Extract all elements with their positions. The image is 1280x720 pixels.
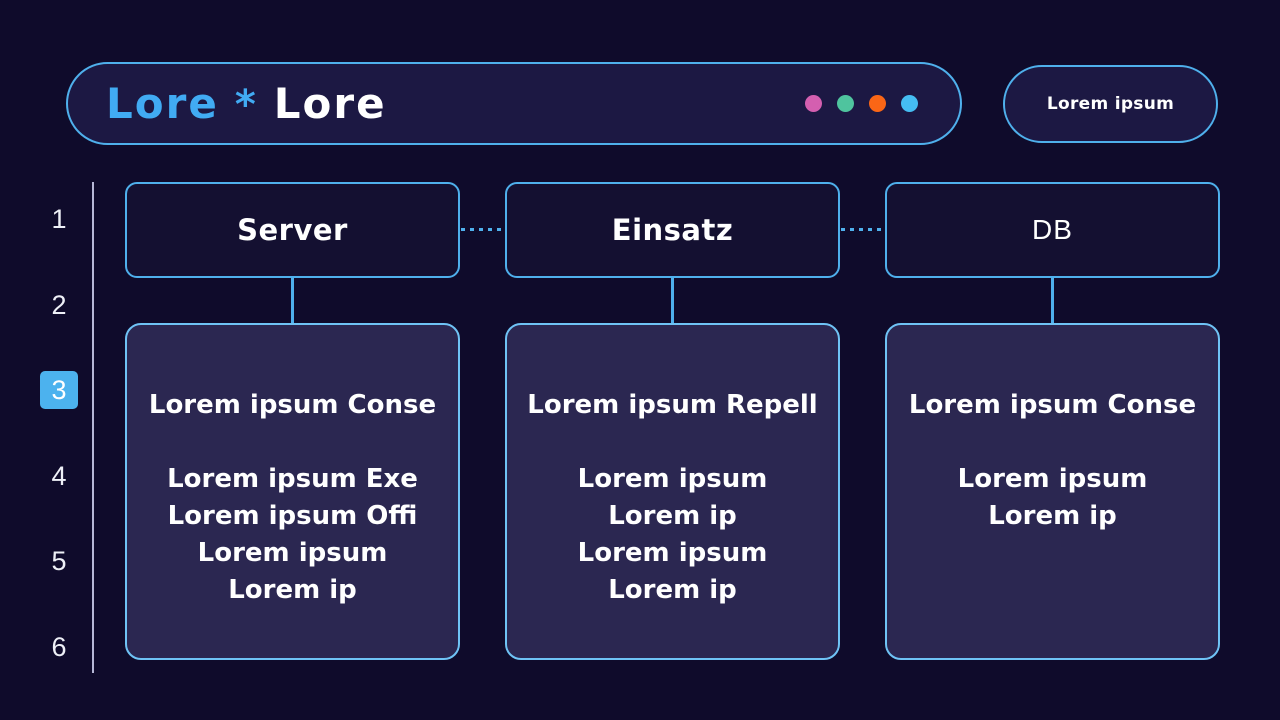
node-db-label: DB (1032, 214, 1073, 245)
panel-line: Lorem ipsum Offi (167, 501, 418, 531)
status-dots (805, 95, 918, 112)
panel-title: Lorem ipsum Conse (148, 390, 437, 420)
db-details-panel: Lorem ipsum Conse Lorem ipsum Lorem ip (885, 323, 1220, 660)
dot-orange-icon (869, 95, 886, 112)
slide-nav: 1 2 3 4 5 6 (40, 200, 78, 666)
node-server-label: Server (237, 213, 348, 247)
panel-line: Lorem ipsum (577, 538, 768, 568)
connector-server (291, 278, 294, 323)
asterisk-icon: * (234, 82, 258, 128)
dotted-connector-server-einsatz (461, 228, 503, 231)
sidebar-item-2[interactable]: 2 (51, 289, 67, 320)
title-part-blue: Lore (106, 79, 219, 128)
dotted-connector-einsatz-db (841, 228, 883, 231)
panel-spacer (507, 424, 838, 461)
lorem-ipsum-button[interactable]: Lorem ipsum (1003, 65, 1218, 143)
einsatz-details-panel: Lorem ipsum Repell Lorem ipsum Lorem ip … (505, 323, 840, 660)
connector-einsatz (671, 278, 674, 323)
panel-line: Lorem ipsum (957, 464, 1148, 494)
panel-line: Lorem ipsum Exe (167, 464, 418, 494)
title-part-white: Lore (273, 79, 387, 128)
server-details-panel: Lorem ipsum Conse Lorem ipsum Exe Lorem … (125, 323, 460, 660)
node-einsatz: Einsatz (505, 182, 840, 278)
sidebar-item-4[interactable]: 4 (51, 460, 67, 491)
header-bar: Lore * Lore (66, 62, 962, 145)
panel-title: Lorem ipsum Conse (908, 390, 1197, 420)
column-server: Server Lorem ipsum Conse Lorem ipsum Exe… (125, 182, 460, 660)
sidebar-item-1[interactable]: 1 (51, 204, 67, 234)
panel-line: Lorem ip (608, 575, 737, 605)
sidebar-item-5[interactable]: 5 (51, 546, 67, 577)
sidebar-item-6[interactable]: 6 (51, 631, 67, 662)
panel-line: Lorem ipsum (577, 464, 768, 494)
sidebar-divider (92, 182, 94, 673)
connector-db (1051, 278, 1054, 323)
page-title: Lore * Lore (106, 79, 387, 128)
dot-pink-icon (805, 95, 822, 112)
dot-teal-icon (837, 95, 854, 112)
node-db: DB (885, 182, 1220, 278)
panel-spacer (127, 424, 458, 461)
dot-blue-icon (901, 95, 918, 112)
node-server: Server (125, 182, 460, 278)
panel-line: Lorem ip (988, 501, 1117, 531)
panel-title: Lorem ipsum Repell (527, 390, 818, 420)
column-db: DB Lorem ipsum Conse Lorem ipsum Lorem i… (885, 182, 1220, 660)
panel-line: Lorem ipsum (197, 538, 388, 568)
column-einsatz: Einsatz Lorem ipsum Repell Lorem ipsum L… (505, 182, 840, 660)
panel-line: Lorem ip (228, 575, 357, 605)
panel-line: Lorem ip (608, 501, 737, 531)
sidebar-item-3[interactable]: 3 (40, 371, 78, 410)
node-einsatz-label: Einsatz (611, 213, 734, 247)
panel-spacer (887, 424, 1218, 461)
